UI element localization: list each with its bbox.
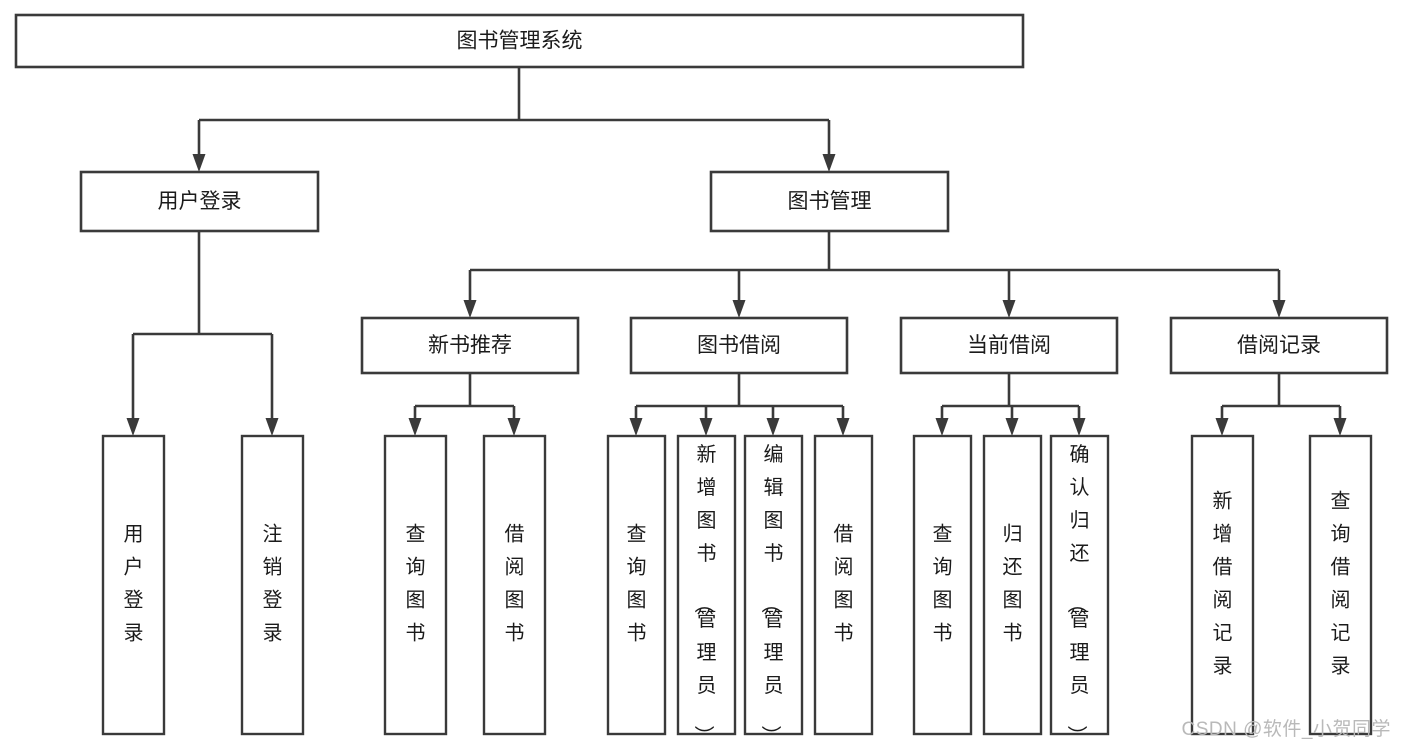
node-rect <box>482 434 547 736</box>
node-new-book-recommend[interactable]: 新书推荐 <box>360 316 580 375</box>
node-user-login[interactable]: 用户登录 <box>79 170 320 233</box>
leaf-leaf-add-book[interactable]: 新增图书（管理员） <box>676 434 737 745</box>
leaf-leaf-borrow-book[interactable]: 借阅图书 <box>813 434 874 736</box>
leaf-leaf-query-book-borrow[interactable]: 查询图书 <box>606 434 667 736</box>
connector-current-borrow-split <box>935 373 1086 436</box>
node-rect <box>1190 434 1255 736</box>
node-borrow-record[interactable]: 借阅记录 <box>1169 316 1389 375</box>
node-rect <box>1049 434 1110 736</box>
leaf-leaf-confirm-return[interactable]: 确认归还（管理员） <box>1049 434 1110 745</box>
node-label: 用户登录 <box>124 524 144 645</box>
node-rect <box>606 434 667 736</box>
node-rect <box>383 434 448 736</box>
leaf-leaf-add-borrow-record[interactable]: 新增借阅记录 <box>1190 434 1255 736</box>
node-rect <box>1308 434 1373 736</box>
node-label: 新增图书（管理员） <box>692 443 717 745</box>
node-label: 注销登录 <box>263 523 283 645</box>
node-label: 图书借阅 <box>697 334 781 357</box>
connector-new-book-recommend-split <box>408 373 521 436</box>
node-root[interactable]: 图书管理系统 <box>14 13 1025 69</box>
connector-user-login-split <box>126 231 279 436</box>
node-rect <box>240 434 305 736</box>
leaf-leaf-query-book-recommend[interactable]: 查询图书 <box>383 434 448 736</box>
connectors-layer <box>126 67 1347 436</box>
node-book-manage[interactable]: 图书管理 <box>709 170 950 233</box>
leaf-leaf-query-book-current[interactable]: 查询图书 <box>912 434 973 736</box>
node-label: 借阅记录 <box>1237 334 1321 357</box>
leaf-leaf-user-login[interactable]: 用户登录 <box>101 434 166 736</box>
node-label: 图书管理系统 <box>457 30 583 53</box>
node-label: 查询图书 <box>406 523 426 645</box>
node-label: 图书管理 <box>788 190 872 213</box>
node-rect <box>912 434 973 736</box>
node-label: 新增借阅记录 <box>1213 490 1233 678</box>
node-rect <box>899 316 1119 375</box>
node-rect <box>709 170 950 233</box>
leaf-leaf-borrow-book-recommend[interactable]: 借阅图书 <box>482 434 547 736</box>
nodes-layer: 图书管理系统用户登录图书管理新书推荐图书借阅当前借阅借阅记录用户登录注销登录查询… <box>14 13 1389 745</box>
connector-root-split <box>192 67 836 172</box>
connector-borrow-record-split <box>1215 373 1347 436</box>
node-label: 当前借阅 <box>967 334 1051 357</box>
node-current-borrow[interactable]: 当前借阅 <box>899 316 1119 375</box>
node-label: 查询图书 <box>933 523 953 645</box>
node-book-borrow[interactable]: 图书借阅 <box>629 316 849 375</box>
leaf-leaf-return-book[interactable]: 归还图书 <box>982 434 1043 736</box>
node-label: 借阅图书 <box>505 523 525 645</box>
node-label: 借阅图书 <box>834 523 854 645</box>
node-label: 确认归还（管理员） <box>1065 443 1090 745</box>
node-rect <box>743 434 804 736</box>
leaf-leaf-user-logout[interactable]: 注销登录 <box>240 434 305 736</box>
leaf-leaf-edit-book[interactable]: 编辑图书（管理员） <box>743 434 804 745</box>
node-rect <box>101 434 166 736</box>
node-label: 查询图书 <box>627 523 647 645</box>
node-rect <box>360 316 580 375</box>
leaf-leaf-query-borrow-record[interactable]: 查询借阅记录 <box>1308 434 1373 736</box>
connector-book-manage-split <box>463 231 1286 318</box>
node-rect <box>813 434 874 736</box>
node-label: 用户登录 <box>158 190 242 213</box>
node-label: 归还图书 <box>1003 523 1023 645</box>
node-rect <box>676 434 737 736</box>
node-label: 编辑图书（管理员） <box>759 443 784 745</box>
node-label: 查询借阅记录 <box>1331 490 1351 678</box>
connector-book-borrow-split <box>629 373 850 436</box>
node-rect <box>79 170 320 233</box>
node-rect <box>629 316 849 375</box>
node-rect <box>982 434 1043 736</box>
node-rect <box>14 13 1025 69</box>
node-rect <box>1169 316 1389 375</box>
node-label: 新书推荐 <box>428 334 512 357</box>
